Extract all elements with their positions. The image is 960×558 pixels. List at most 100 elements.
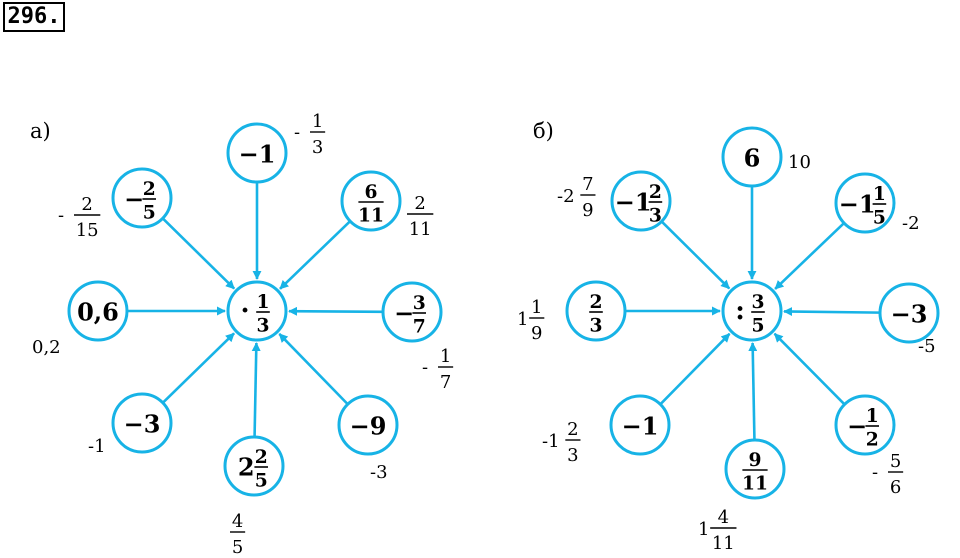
outer-node: −123 — [610, 170, 731, 290]
problem-number: 296. — [3, 2, 65, 32]
whole-part: 2 — [238, 453, 255, 482]
answer-label: 211 — [407, 193, 434, 240]
arrow — [278, 333, 349, 406]
outer-node: −1 — [609, 332, 731, 456]
node-circle — [337, 394, 399, 456]
outer-node: 0,6 — [67, 280, 226, 342]
outer-node: 23 — [565, 280, 721, 342]
arrow — [774, 222, 845, 290]
answer-label: -123 — [542, 419, 581, 466]
answer-label: -2 15 — [58, 194, 101, 241]
answer-whole: -2 — [557, 186, 575, 207]
outer-node: 6 — [721, 126, 783, 280]
answer-denominator: 15 — [76, 220, 99, 241]
node-circle — [834, 172, 896, 234]
whole-part: − — [124, 185, 144, 214]
answer-numerator: 2 — [567, 419, 578, 440]
answer-label: -279 — [557, 174, 596, 221]
whole-part: − — [394, 299, 414, 328]
arrow — [251, 342, 261, 438]
node-value: 0,6 — [77, 298, 119, 327]
answer-value: 10 — [788, 152, 811, 173]
node-circle — [610, 170, 672, 232]
answer-sign: - — [872, 462, 878, 483]
answer-denominator: 9 — [582, 200, 593, 221]
answer-whole: 1 — [517, 309, 528, 330]
node-circle — [340, 170, 402, 232]
answer-value: -2 — [902, 213, 920, 234]
answer-denominator: 6 — [890, 477, 901, 498]
node-value: −9 — [350, 412, 387, 441]
numerator: 1 — [256, 291, 269, 313]
answer-label: -3 — [370, 462, 388, 483]
operator-symbol: : — [735, 296, 745, 326]
answer-denominator: 5 — [232, 537, 243, 558]
answer-sign: - — [58, 205, 64, 226]
answer-denominator: 11 — [409, 219, 432, 240]
outer-node: 911 — [724, 342, 786, 500]
numerator: 1 — [866, 405, 879, 427]
answer-value: -5 — [918, 336, 936, 357]
answer-numerator: 1 — [531, 297, 542, 318]
answer-label: 119 — [517, 297, 545, 344]
answer-numerator: 2 — [81, 194, 92, 215]
answer-label: 45 — [230, 511, 246, 558]
answer-denominator: 7 — [440, 372, 451, 393]
denominator: 3 — [649, 205, 662, 227]
outer-node: −37 — [288, 281, 443, 343]
denominator: 7 — [413, 316, 426, 338]
answer-label: -1 — [88, 436, 106, 457]
answer-numerator: 2 — [414, 193, 425, 214]
answer-denominator: 3 — [567, 445, 578, 466]
answer-denominator: 11 — [712, 533, 735, 554]
answer-value: -3 — [370, 462, 388, 483]
diagram-b-center-node: :35 — [721, 280, 783, 342]
node-circle — [223, 435, 285, 497]
node-circle — [111, 392, 173, 454]
node-value: −1 — [239, 140, 276, 169]
center-circle — [721, 280, 783, 342]
arrow — [288, 306, 384, 316]
answer-label: 0,2 — [32, 337, 61, 358]
answer-sign: - — [422, 357, 428, 378]
numerator: 2 — [589, 291, 602, 313]
arrow — [783, 307, 881, 317]
answer-denominator: 9 — [531, 323, 542, 344]
arrow — [161, 217, 236, 290]
whole-part: − — [847, 412, 867, 441]
diagram-a-label: а) — [30, 119, 51, 143]
denominator: 5 — [751, 315, 764, 337]
answer-denominator: 3 — [312, 137, 323, 158]
denominator: 5 — [873, 207, 886, 229]
outer-node: −115 — [774, 172, 896, 290]
node-circle — [565, 280, 627, 342]
numerator: 1 — [873, 183, 886, 205]
outer-node: −25 — [111, 167, 236, 290]
numerator: 3 — [413, 292, 426, 314]
whole-part: −1 — [615, 188, 652, 217]
answer-value: -1 — [88, 436, 106, 457]
answer-numerator: 4 — [232, 511, 243, 532]
arrow — [659, 332, 731, 406]
arrow — [161, 332, 235, 404]
answer-sign: - — [294, 122, 300, 143]
outer-node: −1 — [226, 122, 288, 280]
answer-label: -2 — [902, 213, 920, 234]
node-circle — [381, 281, 443, 343]
diagram-a-center-node: ·13 — [226, 280, 288, 342]
denominator: 3 — [589, 315, 602, 337]
numerator: 2 — [255, 446, 268, 468]
node-circle — [609, 394, 671, 456]
denominator: 5 — [143, 202, 156, 224]
answer-value: 0,2 — [32, 337, 61, 358]
node-circle — [724, 438, 786, 500]
numerator: 6 — [364, 181, 377, 203]
